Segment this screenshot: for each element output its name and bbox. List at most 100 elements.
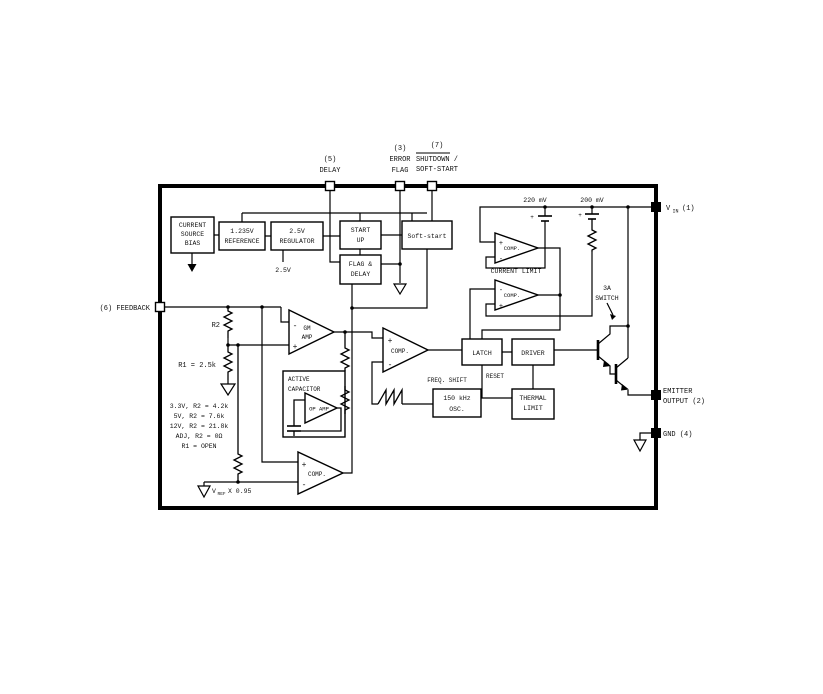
wires-left xyxy=(164,249,433,486)
r2-label: R2 xyxy=(212,322,220,330)
pin-delay-num: (5) xyxy=(324,156,337,164)
freq-shift-label: FREQ. SHIFT xyxy=(427,377,467,384)
junction-dot xyxy=(260,305,264,309)
pin-vin-num: (1) xyxy=(682,205,695,213)
block-regulator xyxy=(270,221,324,251)
rail-2v5-label: 2.5V xyxy=(275,267,291,274)
pin-emitter-label-2: OUTPUT (2) xyxy=(663,398,705,406)
comp-bottom-minus-sign: - xyxy=(302,481,307,490)
gm-amp-plus-sign: + xyxy=(293,343,298,352)
pin-gnd xyxy=(651,428,661,438)
pin-error-flag-label-2: FLAG xyxy=(392,167,409,175)
switch-3a-label-1: 3A xyxy=(603,285,611,292)
ground-symbol-r1 xyxy=(219,383,237,397)
thermal-limit-label-2: LIMIT xyxy=(523,405,543,412)
pin-vin-label: V xyxy=(666,205,671,213)
block-start-up xyxy=(339,220,382,250)
pin-delay xyxy=(324,180,336,192)
comp-main-label: COMP. xyxy=(391,348,409,355)
junction-dot xyxy=(590,205,594,209)
vref-label: V xyxy=(212,488,216,495)
transistor-q2-emitter-arrow xyxy=(621,384,629,391)
block-flag-delay xyxy=(339,254,382,285)
pin-shutdown-label-2: SOFT-START xyxy=(416,166,458,174)
latch-label: LATCH xyxy=(472,350,492,357)
cl-bottom-plus-sign: + xyxy=(499,303,503,311)
op-amp-label: OP AMP xyxy=(309,406,329,413)
oscillator-label-1: 150 kHz xyxy=(443,395,470,402)
junction-dot xyxy=(226,305,230,309)
junction-dot xyxy=(236,343,240,347)
start-up-label-1: START xyxy=(351,227,371,234)
ic-boundary xyxy=(158,184,658,510)
current-source-bias-label-2: SOURCE xyxy=(181,231,205,238)
comp-main-plus-sign: + xyxy=(388,337,393,346)
block-current-source-bias xyxy=(170,216,215,254)
divider-table-row-4: ADJ, R2 = 0Ω xyxy=(176,433,223,440)
resistor-vref xyxy=(232,345,244,482)
junction-dot xyxy=(626,324,630,328)
ground-symbol-flag xyxy=(392,283,408,296)
vref-subscript: REF xyxy=(218,491,226,497)
junction-dot xyxy=(350,306,354,310)
comp-main-triangle xyxy=(382,326,430,374)
junction-dot xyxy=(343,330,347,334)
resistor-r1 xyxy=(222,345,234,380)
thermal-limit-label-1: THERMAL xyxy=(519,395,546,402)
start-up-label-2: UP xyxy=(357,237,365,244)
divider-table-row-3: 12V, R2 = 21.8k xyxy=(170,423,229,430)
source-200mv-plus-sign: + xyxy=(578,212,582,219)
pin-shutdown-num: (7) xyxy=(431,142,444,150)
gm-amp-minus-sign: - xyxy=(293,322,298,331)
pin-feedback-label: (6) FEEDBACK xyxy=(100,305,151,313)
divider-table-row-5: R1 = OPEN xyxy=(181,443,216,450)
flag-delay-label-2: DELAY xyxy=(351,271,371,278)
block-thermal-limit xyxy=(511,388,555,420)
offset-220mv-label: 220 mV xyxy=(523,197,547,204)
junction-dot xyxy=(543,205,547,209)
oscillator-label-2: OSC. xyxy=(449,406,465,413)
cl-top-minus-sign: - xyxy=(499,256,503,264)
soft-start-label: Soft-start xyxy=(407,233,446,240)
pin-emitter-label-1: EMITTER xyxy=(663,388,693,396)
reference-label-2: REFERENCE xyxy=(224,238,259,245)
cl-top-plus-sign: + xyxy=(499,240,503,248)
resistor-r2 xyxy=(222,307,234,338)
reference-label-1: 1.235V xyxy=(230,228,254,235)
block-reference xyxy=(218,221,266,251)
pin-error-flag-label-1: ERROR xyxy=(389,156,411,164)
resistor-compensation-1 xyxy=(339,332,351,371)
junction-dot xyxy=(398,262,402,266)
ground-symbol-vref xyxy=(196,485,212,499)
pin-shutdown-label-1: SHUTDOWN / xyxy=(416,156,458,164)
junction-dot xyxy=(626,205,630,209)
comp-bottom-label: COMP. xyxy=(308,471,326,478)
current-limit-comp-bottom-triangle xyxy=(494,279,541,311)
op-amp-triangle xyxy=(304,391,339,425)
junction-dot xyxy=(236,480,240,484)
switch-pointer-arrowhead xyxy=(610,314,616,320)
junction-dot xyxy=(226,343,230,347)
bias-current-arrowhead xyxy=(187,264,197,272)
divider-table-row-2: 5V, R2 = 7.6k xyxy=(174,413,225,420)
divider-table-row-1: 3.3V, R2 = 4.2k xyxy=(170,403,229,410)
offset-200mv-label: 200 mV xyxy=(580,197,604,204)
flag-delay-label-1: FLAG & xyxy=(349,261,373,268)
resistor-current-sense xyxy=(586,219,598,252)
cl-bottom-minus-sign: - xyxy=(499,287,503,295)
regulator-label-1: 2.5V xyxy=(289,228,305,235)
gm-amp-label-2: AMP xyxy=(302,334,313,341)
switch-3a-label-2: SWITCH xyxy=(595,295,619,302)
wires-right xyxy=(428,206,651,440)
pin-error-flag xyxy=(394,180,406,192)
block-soft-start xyxy=(401,220,453,250)
current-source-bias-label-3: BIAS xyxy=(185,240,201,247)
current-limit-comp-top-label: COMP. xyxy=(504,245,521,252)
comp-bottom-plus-sign: + xyxy=(302,461,307,470)
comp-main-minus-sign: - xyxy=(388,361,393,370)
gm-amp-label-1: GM xyxy=(303,325,311,332)
comp-bottom-triangle xyxy=(297,450,345,496)
active-capacitor-wires xyxy=(293,399,342,436)
